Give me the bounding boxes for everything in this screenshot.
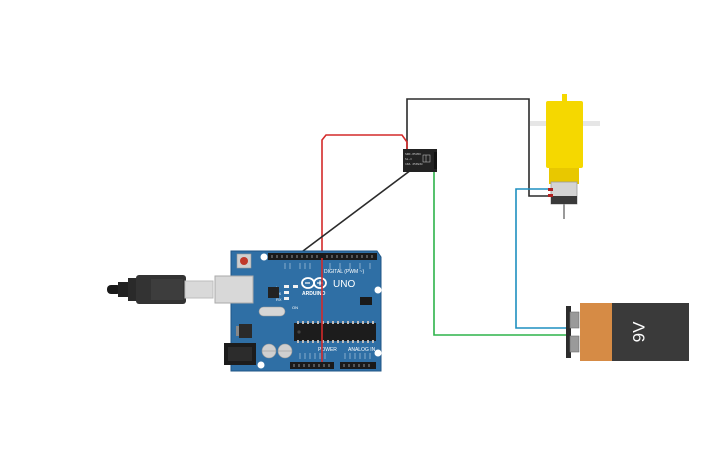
usb-b-port — [214, 275, 254, 304]
power-label: POWER — [318, 347, 337, 353]
voltage-regulator — [239, 324, 252, 338]
usb-cable-icon[interactable] — [107, 275, 214, 304]
digital-header[interactable] — [268, 253, 377, 260]
wire-signal-to-relay[interactable] — [298, 169, 412, 255]
wire-relay-to-motor[interactable] — [406, 98, 551, 197]
relay-label-1: SRD-05VDC — [405, 152, 421, 156]
usb-interface-chip — [268, 287, 279, 298]
reset-button-icon[interactable] — [236, 253, 252, 269]
wire-relay-to-battery[interactable] — [433, 172, 567, 336]
battery-label: 9V — [629, 321, 648, 342]
wire-5v-to-relay[interactable] — [321, 134, 408, 270]
microcontroller-chip-icon — [294, 321, 376, 343]
9v-battery[interactable]: 9V — [566, 303, 689, 361]
wire-motor-to-battery[interactable] — [515, 188, 567, 329]
relay-label-3: 10A 250VAC — [405, 162, 423, 166]
crystal-oscillator — [258, 306, 286, 317]
digital-pin-holes — [271, 255, 373, 258]
analog-label: ANALOG IN — [348, 347, 376, 353]
status-leds — [284, 285, 298, 300]
arduino-uno-board[interactable]: DIGITAL (PWM ~) L TX RX ARDUINO UNO — [214, 250, 382, 372]
arduino-model: UNO — [333, 279, 355, 290]
dc-gear-motor[interactable] — [530, 94, 600, 219]
led-on-label: ON — [292, 305, 298, 310]
power-header[interactable] — [290, 362, 334, 369]
capacitors — [261, 343, 293, 359]
led-rx-label: RX — [276, 297, 282, 302]
icsp-header — [360, 297, 372, 305]
arduino-brand: ARDUINO — [302, 291, 325, 297]
digital-label: DIGITAL (PWM ~) — [324, 269, 364, 275]
relay-label-2: SL-C — [405, 157, 412, 161]
relay-module[interactable]: SRD-05VDC SL-C 10A 250VAC — [403, 149, 437, 172]
arduino-logo-icon — [301, 277, 327, 289]
